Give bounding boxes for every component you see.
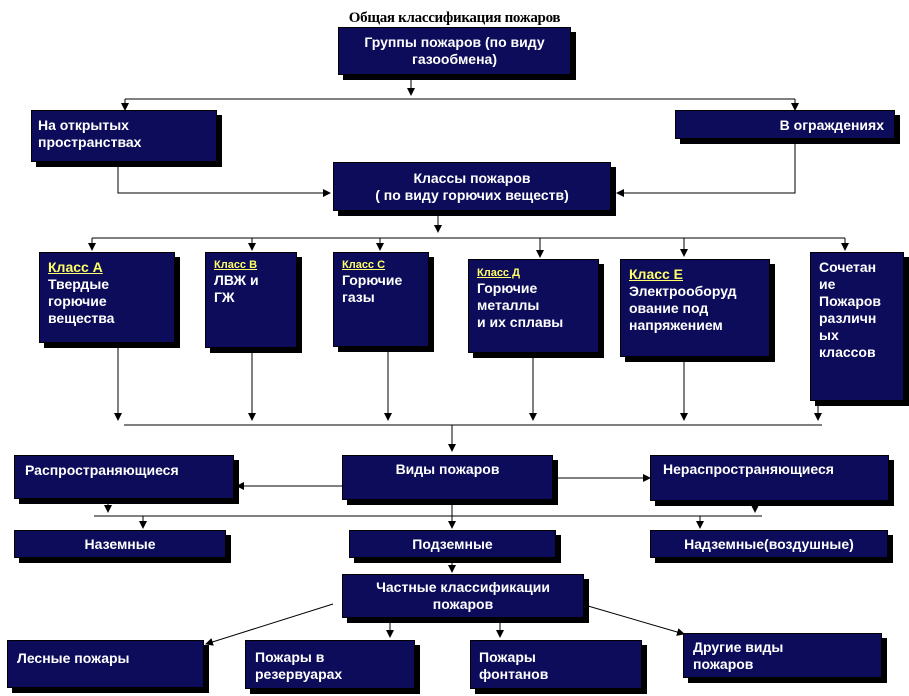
fire-types-label: Виды пожаров [395, 461, 500, 477]
class-b-heading: Класс В [214, 259, 258, 271]
other-fires-label: Другие виды пожаров [693, 639, 784, 672]
spreading-box: Распространяющиеся [14, 455, 234, 499]
enclosed-label: В ограждениях [779, 117, 884, 133]
nonspreading-box: Нераспространяющиеся [650, 455, 889, 501]
open-spaces-label: На открытых пространствах [38, 117, 142, 150]
ground-box: Наземные [14, 530, 226, 558]
class-e-heading: Класс Е [629, 266, 684, 282]
forest-fires-label: Лесные пожары [17, 650, 130, 666]
class-b-text: ЛВЖ и ГЖ [214, 272, 259, 305]
fountain-fires-box: Пожары фонтанов [470, 640, 642, 689]
tank-fires-label: Пожары в резервуарах [255, 649, 343, 682]
aerial-label: Надземные(воздушные) [684, 535, 854, 552]
tank-fires-box: Пожары в резервуарах [245, 640, 415, 689]
enclosed-box: В ограждениях [675, 110, 895, 139]
fire-groups-box: Группы пожаров (по виду газообмена) [338, 27, 571, 75]
class-e-box: Класс Е Электрооборуд ование под напряже… [620, 259, 770, 357]
spreading-label: Распространяющиеся [25, 462, 179, 478]
class-a-box: Класс А Твердые горючие вещества [39, 252, 175, 343]
class-e-text: Электрооборуд ование под напряжением [629, 283, 737, 333]
fire-classes-label: Классы пожаров ( по виду горючих веществ… [375, 169, 569, 203]
class-c-box: Класс С Горючие газы [333, 252, 429, 347]
class-b-box: Класс В ЛВЖ и ГЖ [205, 252, 297, 348]
class-a-heading: Класс А [48, 259, 103, 275]
other-fires-box: Другие виды пожаров [683, 633, 882, 678]
underground-label: Подземные [412, 535, 493, 552]
particular-label: Частные классификации пожаров [376, 579, 550, 612]
combined-classes-box: Сочетан ие Пожаров различн ых классов [810, 252, 904, 401]
fountain-fires-label: Пожары фонтанов [479, 649, 549, 682]
ground-label: Наземные [84, 535, 156, 552]
class-a-text: Твердые горючие вещества [48, 276, 115, 326]
combined-classes-text: Сочетан ие Пожаров различн ых классов [819, 259, 882, 360]
fire-groups-label: Группы пожаров (по виду газообмена) [364, 34, 545, 67]
particular-box: Частные классификации пожаров [342, 574, 584, 618]
fire-classes-box: Классы пожаров ( по виду горючих веществ… [333, 162, 611, 211]
open-spaces-box: На открытых пространствах [31, 110, 217, 162]
class-d-heading: Класс Д [477, 267, 520, 279]
aerial-box: Надземные(воздушные) [650, 530, 888, 558]
forest-fires-box: Лесные пожары [7, 640, 204, 688]
class-c-text: Горючие газы [342, 272, 403, 305]
nonspreading-label: Нераспространяющиеся [663, 461, 834, 477]
page-title: Общая классификация пожаров [348, 10, 561, 26]
underground-box: Подземные [349, 530, 556, 558]
class-d-box: Класс Д Горючие металлы и их сплавы [468, 259, 599, 353]
class-d-text: Горючие металлы и их сплавы [477, 280, 564, 330]
class-c-heading: Класс С [342, 259, 386, 271]
fire-types-box: Виды пожаров [342, 455, 553, 500]
